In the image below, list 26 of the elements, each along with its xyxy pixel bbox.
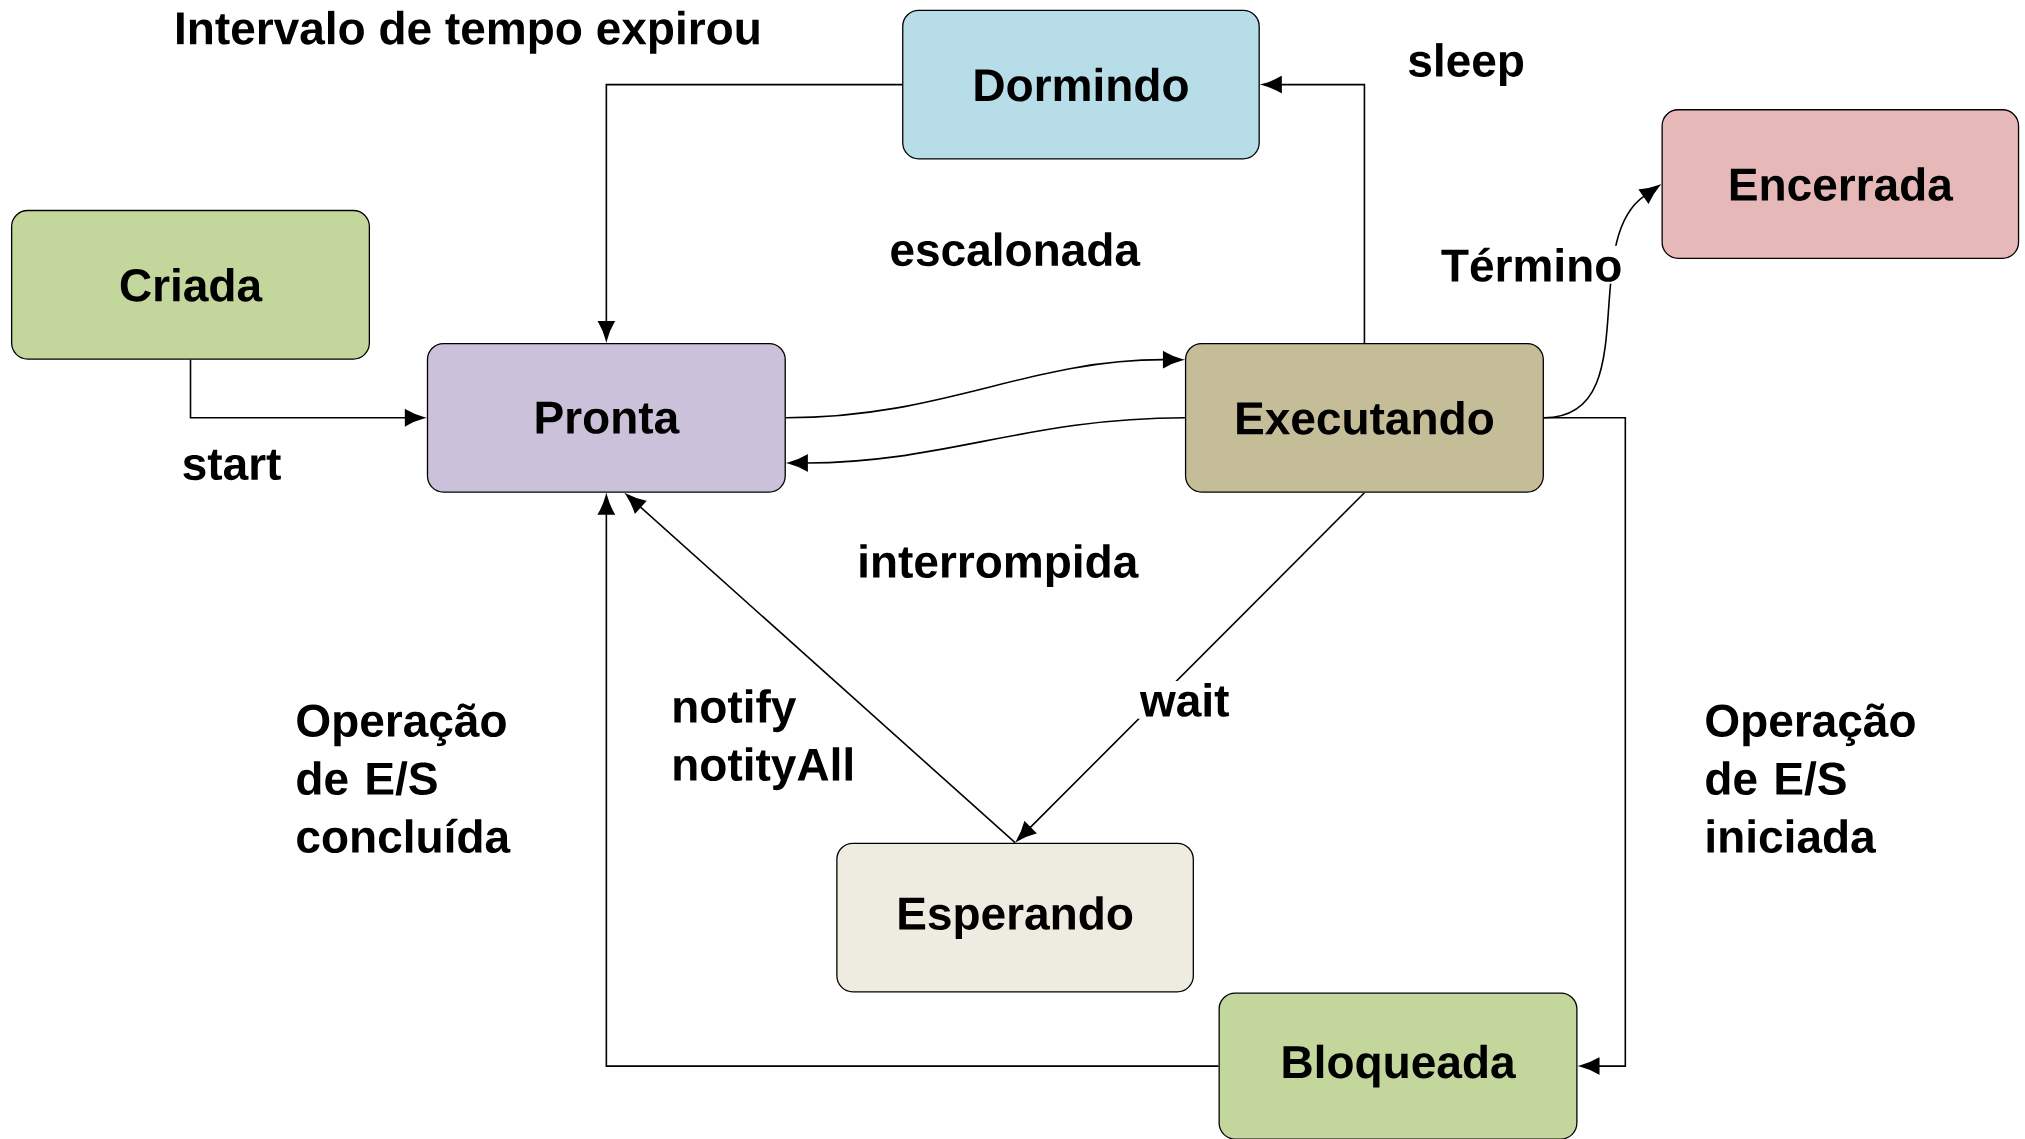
edge-label: Término	[1438, 245, 1625, 284]
edge-label: start	[179, 447, 284, 483]
state-box: Dormindo	[902, 9, 1260, 160]
edge-label: sleep	[1405, 41, 1527, 88]
state-box: Executando	[1184, 342, 1544, 493]
state-box: Encerrada	[1661, 109, 2020, 259]
arrow	[625, 493, 1016, 844]
state-box: Bloqueada	[1218, 992, 1578, 1139]
edge-label: Operação de E/S iniciada	[1706, 703, 1915, 854]
arrow	[1016, 491, 1366, 842]
edge-label: interrompida	[855, 542, 1141, 590]
arrow	[1543, 417, 1627, 1075]
arrow	[189, 358, 425, 427]
arrow	[788, 417, 1186, 472]
state-box: Pronta	[426, 342, 786, 493]
edge-label: Operação de E/S concluída	[297, 703, 511, 854]
edge-label: escalonada	[887, 230, 1142, 269]
edge-label: wait	[1138, 681, 1232, 719]
state-box: Esperando	[836, 842, 1194, 993]
edge-label: notify notityAll	[674, 689, 852, 791]
arrow	[598, 83, 903, 341]
arrow	[785, 351, 1183, 419]
arrow	[598, 494, 1220, 1067]
state-box: Criada	[11, 209, 370, 360]
arrow	[1262, 76, 1366, 344]
edge-label: Intervalo de tempo expirou	[171, 8, 764, 56]
